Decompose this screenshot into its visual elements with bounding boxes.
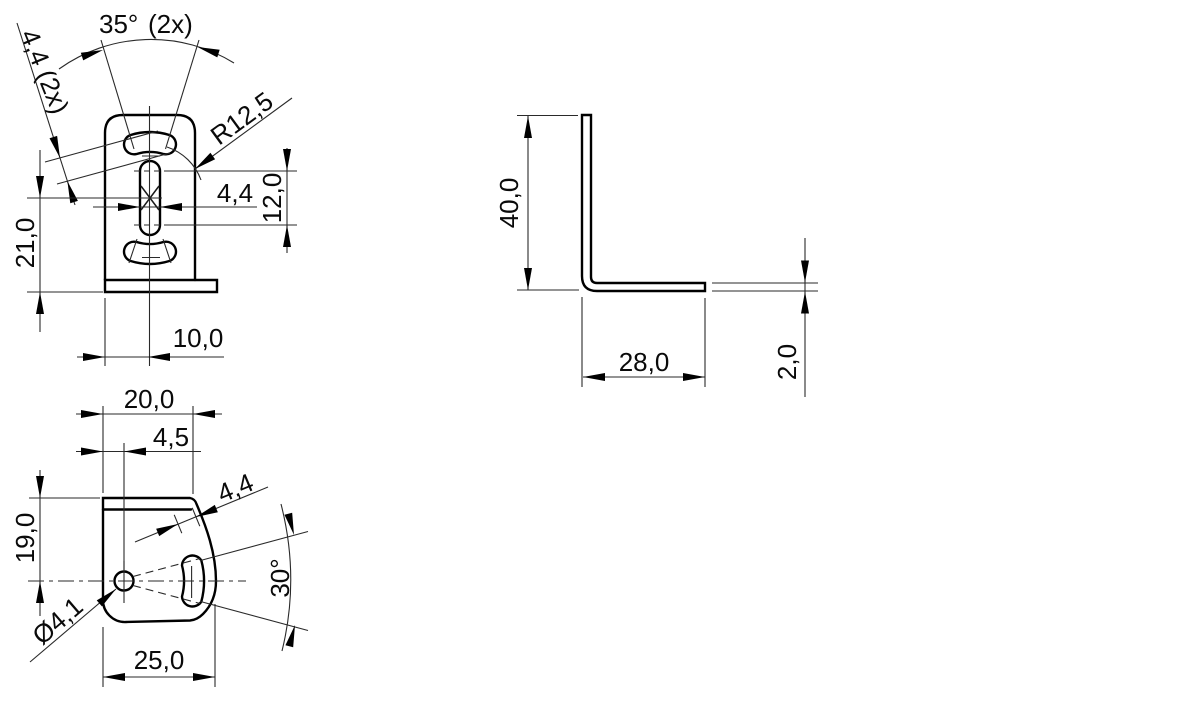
arrowhead bbox=[524, 116, 532, 138]
arrowhead bbox=[583, 373, 605, 381]
plan-angle-ray-lower-ext bbox=[199, 600, 309, 632]
arrowhead bbox=[49, 135, 64, 160]
dim-front-slot-width: 4,4 bbox=[93, 178, 257, 211]
angle-ray-right bbox=[164, 39, 200, 150]
dim-text-corner-radius: R12,5 bbox=[205, 86, 279, 151]
ext-line bbox=[102, 406, 194, 494]
arrowhead bbox=[81, 410, 103, 418]
arrowhead bbox=[63, 179, 78, 204]
plan-angle-ray-upper-ext bbox=[199, 530, 309, 562]
front-slot-tick-marks bbox=[128, 155, 172, 264]
dim-front-slot-length: 12,0 bbox=[165, 148, 297, 253]
dim-line bbox=[16, 22, 76, 206]
arrowhead bbox=[283, 149, 291, 171]
front-flange-outline bbox=[103, 278, 219, 294]
ext-line bbox=[517, 114, 579, 291]
angle-arc bbox=[280, 503, 292, 652]
front-slot-dashed-tangents bbox=[134, 170, 165, 226]
arrowhead bbox=[801, 260, 809, 283]
dim-text-slot-angle: 30° bbox=[265, 558, 295, 597]
dim-plan-slot-width: 4,4 bbox=[134, 467, 269, 543]
side-view: 40,0 28,0 2,0 bbox=[494, 113, 818, 397]
dim-plan-base-width: 25,0 bbox=[102, 604, 216, 687]
dim-text-hole-diameter: Ø4,1 bbox=[26, 591, 88, 651]
dim-plan-slot-angle: 30° bbox=[265, 503, 299, 652]
dim-plan-width: 20,0 bbox=[76, 384, 222, 494]
arrowhead bbox=[103, 673, 125, 681]
ext-line bbox=[165, 170, 297, 226]
ext-line bbox=[44, 130, 171, 185]
dim-text-hole-offset: 4,5 bbox=[153, 422, 189, 452]
plan-angle-ray-upper-dashed bbox=[132, 557, 201, 578]
arrowhead bbox=[801, 291, 809, 314]
dim-text-curved-slot-width: 4,4 (2x) bbox=[14, 25, 75, 118]
arrowhead bbox=[148, 353, 170, 361]
dim-text-slot-width: 4,4 bbox=[217, 178, 253, 208]
dim-front-slot-angle: 35° (2x) bbox=[58, 9, 235, 150]
dim-front-center-offset: 10,0 bbox=[77, 298, 224, 366]
dim-text-slot-width: 4,4 bbox=[213, 467, 258, 509]
plan-view: 20,0 4,5 19,0 4,4 bbox=[10, 384, 309, 687]
dim-plan-hole-offset: 4,5 bbox=[76, 422, 201, 570]
dim-side-thickness: 2,0 bbox=[712, 238, 818, 397]
dim-text-depth: 28,0 bbox=[619, 347, 670, 377]
dim-text-center-offset: 10,0 bbox=[173, 323, 224, 353]
plan-angle-ray-lower-dashed bbox=[132, 584, 201, 605]
arrowhead bbox=[683, 373, 705, 381]
arrowhead bbox=[80, 46, 105, 61]
arrowhead bbox=[81, 447, 103, 456]
arrowhead bbox=[193, 410, 215, 418]
arrowhead bbox=[196, 43, 220, 58]
arrowhead bbox=[524, 268, 532, 290]
arrowhead bbox=[156, 520, 180, 537]
dim-front-center-height: 21,0 bbox=[10, 150, 162, 332]
front-view: 35° (2x) 4,4 (2x) R12,5 4,4 bbox=[10, 9, 297, 366]
dim-text-width: 20,0 bbox=[124, 384, 175, 414]
arrowhead bbox=[36, 581, 44, 603]
arrowhead bbox=[193, 673, 215, 681]
angle-ray-left bbox=[100, 39, 135, 150]
arrowhead bbox=[124, 447, 146, 456]
arrowhead bbox=[283, 225, 291, 247]
dim-text-height: 40,0 bbox=[494, 178, 524, 229]
dim-text-slot-angle-count: (2x) bbox=[148, 9, 193, 39]
dim-front-corner-radius: R12,5 bbox=[166, 86, 293, 181]
dim-text-center-height: 21,0 bbox=[10, 218, 40, 269]
arrowhead bbox=[36, 176, 44, 198]
dim-text-slot-length: 12,0 bbox=[257, 173, 287, 224]
dim-side-height: 40,0 bbox=[494, 114, 579, 291]
arrowhead bbox=[36, 292, 44, 314]
arrowhead bbox=[160, 203, 182, 211]
ext-line bbox=[581, 297, 706, 387]
radius-ref-arc bbox=[166, 146, 202, 181]
dim-text-hole-depth: 19,0 bbox=[10, 513, 40, 564]
dim-plan-hole-depth: 19,0 bbox=[10, 470, 100, 616]
side-profile-outline bbox=[580, 113, 707, 293]
arrowhead bbox=[83, 353, 105, 361]
dim-text-base-width: 25,0 bbox=[134, 645, 185, 675]
ext-line bbox=[712, 282, 818, 292]
dim-text-slot-angle: 35° bbox=[99, 9, 138, 39]
ext-line bbox=[27, 197, 162, 293]
arrowhead bbox=[36, 476, 44, 498]
dim-side-depth: 28,0 bbox=[581, 297, 706, 387]
arrowhead bbox=[118, 203, 140, 211]
dim-text-thickness: 2,0 bbox=[772, 344, 802, 380]
